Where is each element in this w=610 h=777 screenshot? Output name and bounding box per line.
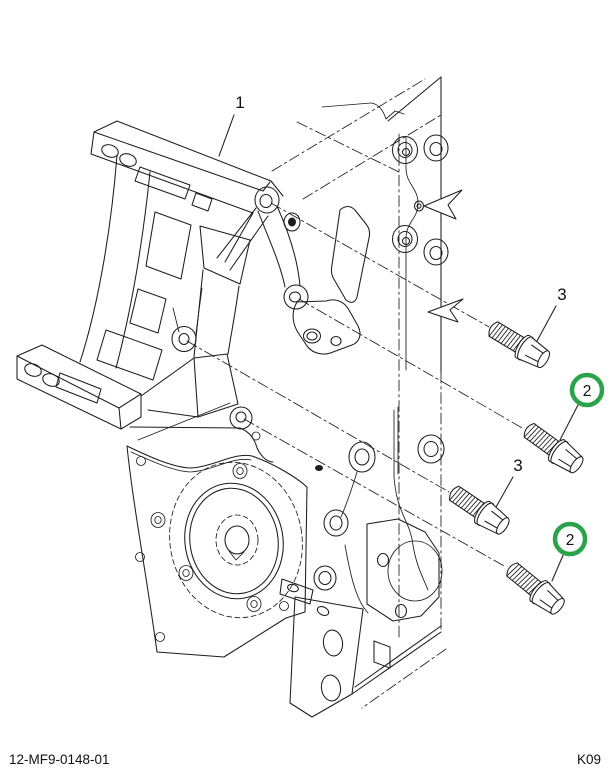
bracket-lug bbox=[292, 299, 361, 355]
bracket-lower-web bbox=[129, 353, 274, 463]
front-cover-drawing bbox=[126, 434, 445, 718]
projection-line-top-1 bbox=[271, 78, 426, 172]
bracket-right-arms bbox=[193, 181, 309, 358]
cover-bolt-circle bbox=[169, 461, 303, 619]
callouts: 1 3 2 3 2 bbox=[218, 93, 605, 582]
engine-bottom-phantom-edge bbox=[361, 648, 447, 709]
cover-face-edge bbox=[130, 451, 252, 473]
plate-boss-4 bbox=[423, 238, 449, 266]
cover-outline bbox=[126, 445, 308, 658]
projection-line-bolt-4 bbox=[243, 418, 507, 568]
bracket-top-bar bbox=[90, 120, 284, 214]
page-code: K09 bbox=[577, 752, 601, 767]
projection-line-bolt-1 bbox=[270, 202, 490, 328]
projection-line-bolt-2 bbox=[298, 298, 525, 430]
engine-front-plate bbox=[321, 76, 464, 641]
callout-2b-leader bbox=[551, 552, 565, 582]
callout-3b-label[interactable]: 3 bbox=[513, 456, 522, 475]
cover-corner-holes bbox=[135, 456, 289, 642]
projection-lines bbox=[186, 78, 525, 709]
bolt-lower-2 bbox=[500, 556, 570, 620]
cover-seal-outer bbox=[184, 482, 284, 600]
cover-bolt-bosses bbox=[150, 463, 262, 612]
bracket-center-boss bbox=[171, 287, 203, 353]
doc-number: 12-MF9-0148-01 bbox=[9, 752, 110, 767]
gasket-outline bbox=[330, 205, 371, 303]
plate-hole-small bbox=[413, 200, 425, 212]
bracket-drawing bbox=[16, 120, 371, 463]
callout-2a-leader bbox=[559, 402, 580, 441]
engine-block-bottom bbox=[279, 578, 442, 718]
break-arrow-lower bbox=[427, 298, 464, 323]
callout-3a-label[interactable]: 3 bbox=[557, 285, 566, 304]
callout-3a-leader bbox=[536, 305, 557, 342]
projection-line-top-3 bbox=[296, 121, 400, 173]
bracket-boss-right bbox=[283, 284, 309, 310]
callout-2b-circle[interactable] bbox=[552, 521, 588, 557]
callout-2a-circle[interactable] bbox=[569, 372, 605, 408]
bracket-boss-lower bbox=[229, 406, 253, 430]
engine-top-edge bbox=[321, 102, 405, 120]
bracket-vertical-arm bbox=[79, 154, 192, 381]
crank-flange bbox=[366, 518, 443, 622]
bracket-bottom-bar bbox=[16, 344, 142, 430]
callout-2a-label[interactable]: 2 bbox=[583, 383, 592, 400]
dowel-pin bbox=[283, 212, 301, 232]
bolt-lower-3 bbox=[443, 480, 514, 540]
break-arrow-upper bbox=[423, 189, 463, 220]
bolt-upper-3 bbox=[483, 315, 555, 373]
bolt-upper-2 bbox=[518, 417, 588, 479]
plate-boss-2 bbox=[423, 134, 449, 162]
callout-3b-leader bbox=[495, 476, 514, 508]
callout-2b-label[interactable]: 2 bbox=[566, 532, 575, 549]
callout-1-label[interactable]: 1 bbox=[235, 93, 244, 112]
plate-boss-3 bbox=[391, 224, 419, 254]
plate-gasket-edge bbox=[405, 136, 419, 371]
callout-1-leader bbox=[218, 114, 235, 157]
block-face-bosses bbox=[313, 434, 445, 614]
projection-line-bolt-3 bbox=[186, 340, 450, 493]
cover-hub-dashed bbox=[215, 514, 259, 566]
plate-top-edge bbox=[387, 76, 442, 122]
bracket-boss-upper bbox=[254, 186, 280, 214]
plate-boss-1 bbox=[391, 135, 419, 165]
projection-line-top-2 bbox=[302, 114, 442, 200]
cover-hub bbox=[224, 525, 250, 555]
plate-gasket-edge-lower bbox=[393, 406, 429, 591]
